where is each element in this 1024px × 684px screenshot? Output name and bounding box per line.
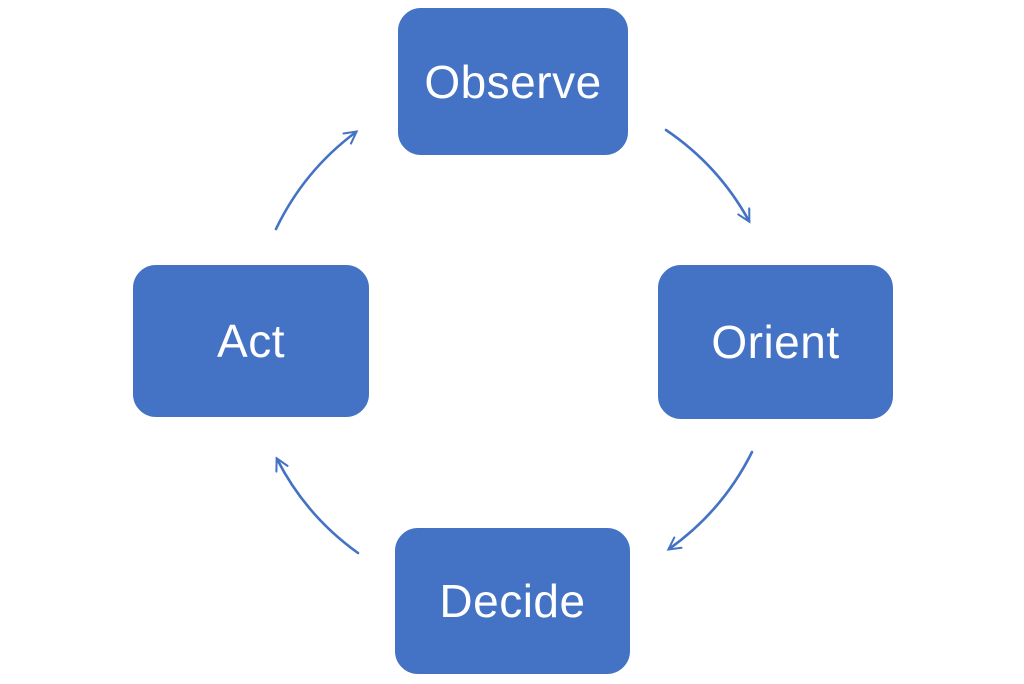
node-observe: Observe [395,5,631,158]
node-observe-label: Observe [424,55,602,108]
node-decide-label: Decide [439,575,586,627]
node-act-label: Act [217,315,285,367]
node-orient-label: Orient [711,316,840,368]
edge-orient-to-decide [666,450,754,551]
edge-observe-to-orient [664,128,751,224]
edge-decide-to-act [275,456,360,555]
edge-act-to-observe [274,130,359,231]
node-decide: Decide [392,525,633,677]
node-orient: Orient [655,262,896,422]
node-act: Act [130,262,372,420]
